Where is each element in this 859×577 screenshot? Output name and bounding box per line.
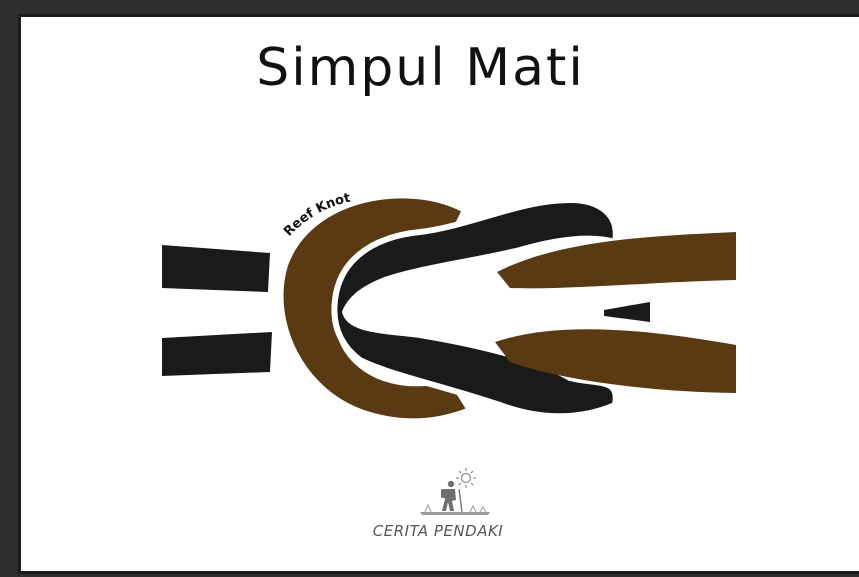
sun-icon [456,468,476,488]
hiker-icon [420,481,490,515]
logo [420,468,490,515]
rope-black-left-lower [162,332,272,376]
rope-black-left-upper [162,245,270,292]
logo-text: CERITA PENDAKI [368,522,508,540]
rope-black-tip [604,302,650,322]
